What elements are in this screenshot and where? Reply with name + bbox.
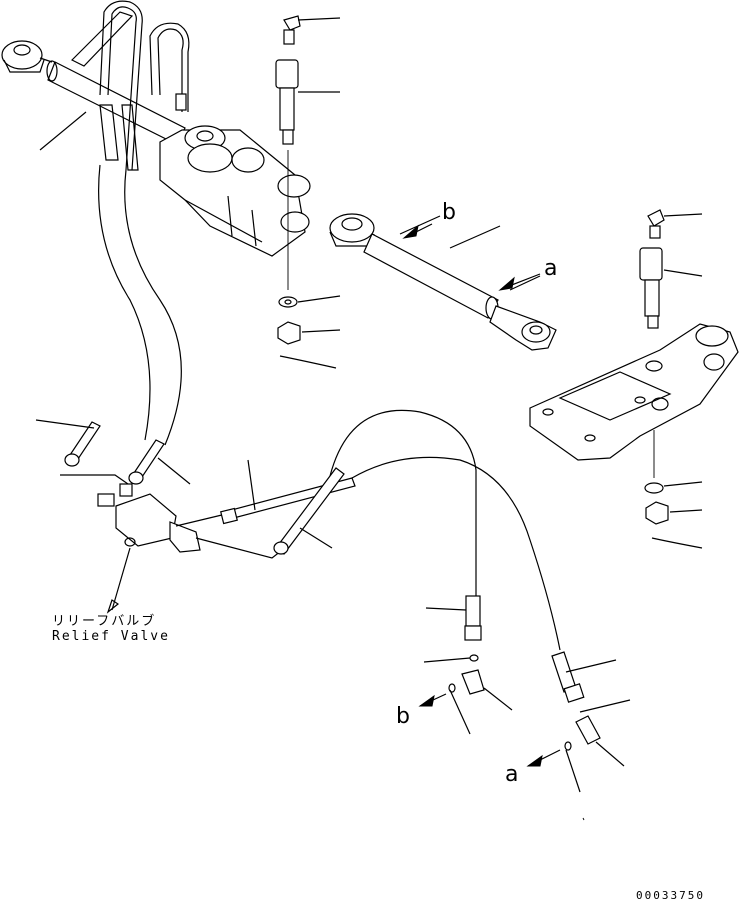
leader-line-cylinder [39, 111, 87, 151]
bottom-fittings-a [526, 651, 631, 821]
center-cylinder [329, 213, 557, 351]
hose-left [98, 164, 182, 446]
top-valve-block [159, 125, 311, 257]
top-pin-assembly [275, 15, 341, 369]
top-left-cylinder [1, 40, 186, 145]
document-number: 00033750 [636, 889, 705, 902]
mark-b-bottom: b [396, 704, 410, 729]
relief-valve-fittings [35, 419, 356, 555]
bottom-fittings-b [418, 595, 513, 735]
relief-valve [60, 474, 291, 614]
right-bracket [529, 323, 739, 461]
mark-a-top: a [544, 256, 558, 281]
u-hoses [70, 0, 190, 171]
arrow-mark-a [498, 276, 515, 291]
relief-valve-label-jp: リリーフバルブ [52, 614, 157, 629]
right-pin-assembly [639, 209, 703, 549]
long-hoses [329, 409, 561, 651]
arrow-mark-b [402, 224, 419, 239]
mark-b-top: b [442, 200, 456, 225]
mark-a-bottom: a [505, 762, 519, 787]
relief-valve-label-en: Relief Valve [52, 629, 170, 644]
